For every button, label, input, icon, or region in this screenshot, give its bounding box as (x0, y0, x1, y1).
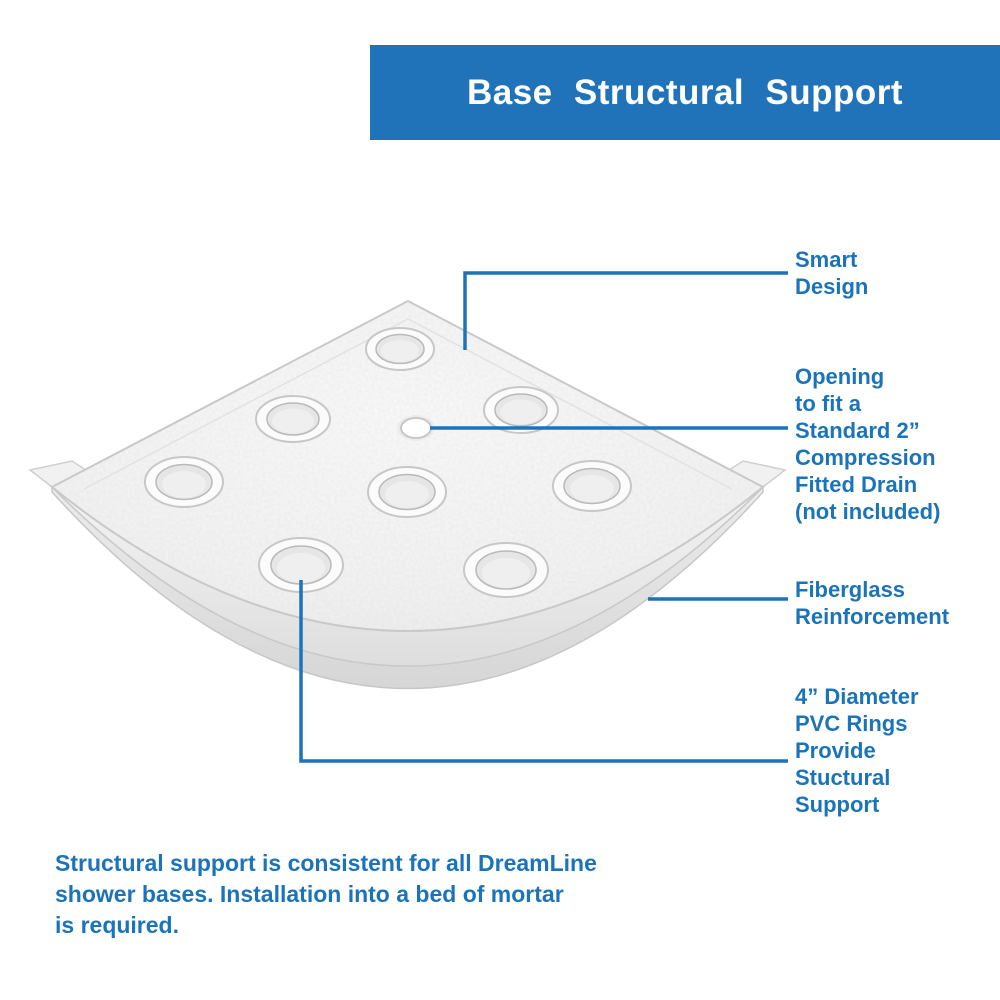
pvc-ring (552, 460, 632, 512)
pvc-ring (367, 466, 447, 518)
footer-note: Structural support is consistent for all… (55, 850, 597, 938)
callout-line-smart-design (463, 271, 788, 350)
fiberglass-texture (52, 301, 763, 631)
pvc-ring (258, 537, 344, 593)
callout-line-pvc-rings (299, 580, 788, 763)
callout-label-smart-design: Smart Design (795, 247, 869, 299)
pvc-ring (365, 327, 435, 371)
title-banner: Base Structural Support (370, 45, 1000, 140)
callout-label-pvc-rings: 4” Diameter PVC Rings Provide Stuctural … (795, 684, 919, 817)
pvc-ring (255, 395, 331, 443)
pvc-ring (144, 456, 224, 508)
page-title: Base Structural Support (466, 72, 904, 112)
pvc-ring (463, 542, 549, 598)
back-edge-highlight (83, 318, 733, 490)
drain-hole (397, 415, 435, 441)
pvc-ring (483, 386, 559, 434)
callout-label-fiberglass: Fiberglass Reinforcement (795, 577, 950, 629)
callout-label-drain-opening: Opening to fit a Standard 2” Compression… (795, 364, 941, 524)
